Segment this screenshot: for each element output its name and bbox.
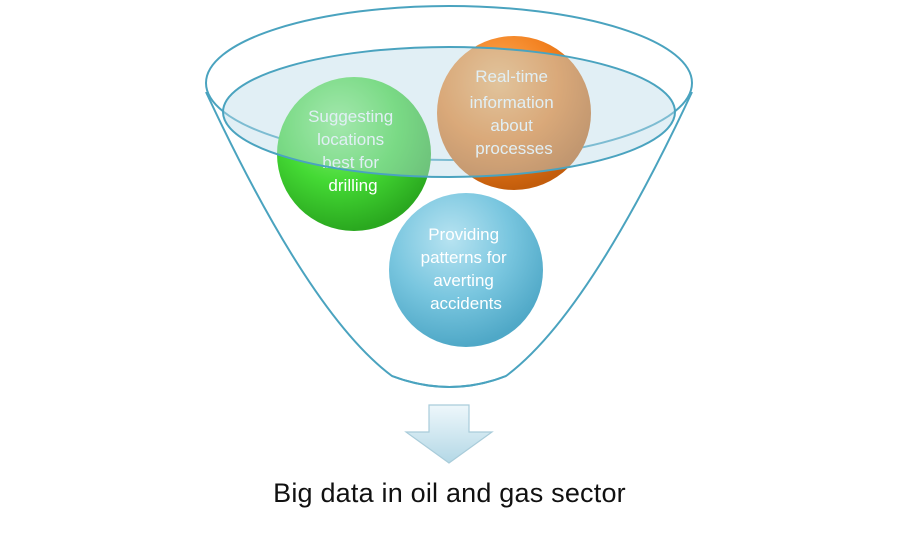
bubble-blue-line-2: patterns for xyxy=(421,248,507,267)
bubble-blue-line-1: Providing xyxy=(428,225,499,244)
bubble-orange: Real-time information about processes xyxy=(437,36,591,190)
bubble-green-line-1: Suggesting xyxy=(308,107,393,126)
diagram-caption: Big data in oil and gas sector xyxy=(273,478,626,508)
bubble-blue: Providing patterns for averting accident… xyxy=(389,193,543,347)
bubble-orange-line-2: information xyxy=(470,93,554,112)
svg-text:Suggesting locations: Suggesting locations best for drilling xyxy=(308,107,398,195)
bubble-green-line-4: drilling xyxy=(328,176,377,195)
bubble-blue-line-4: accidents xyxy=(430,294,502,313)
bubble-orange-line-3: about xyxy=(490,116,533,135)
bubble-green-line-3: best for xyxy=(322,153,379,172)
svg-text:Real-time information: Real-time information about processes xyxy=(470,67,559,158)
funnel-outer-rim xyxy=(205,5,693,161)
bubble-green-line-2: locations xyxy=(317,130,384,149)
funnel-base xyxy=(391,375,507,388)
bubble-orange-line-4: processes xyxy=(475,139,552,158)
down-arrow-icon xyxy=(404,404,494,464)
bubble-blue-line-3: averting xyxy=(433,271,493,290)
funnel-inner-rim xyxy=(222,46,676,178)
bubble-orange-line-1: Real-time xyxy=(475,67,548,86)
bubble-green: Suggesting locations best for drilling xyxy=(277,77,431,231)
svg-text:Providing patterns for: Providing patterns for averting accident… xyxy=(421,225,512,313)
